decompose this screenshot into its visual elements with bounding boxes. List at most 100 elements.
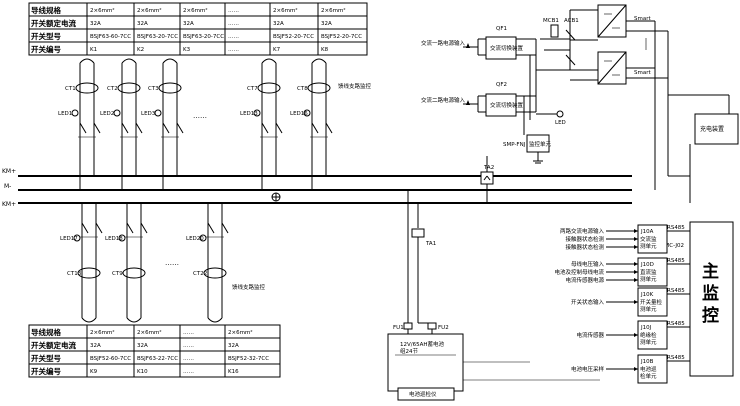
table-cell: 32A [90,21,101,27]
table-cell: …… [183,343,194,349]
main-controller-title-char: 主 [702,261,719,282]
control-unit-desc: 电池巡 [640,365,657,373]
main-controller-title: 主 监 控 [702,261,725,326]
table-cell: 32A [137,21,148,27]
control-unit-desc: 测单元 [640,338,657,346]
control-unit-box [637,320,668,350]
control-unit-input-label: 电流传感器 [577,331,605,339]
control-unit-box [637,287,668,317]
bottom-table-row-label: 导线规格 [31,327,61,337]
table-cell: BSJF63-22-7CC [137,356,178,362]
table-cell: K7 [273,47,281,53]
charger-box [694,113,739,145]
control-unit-name: J10B [640,359,654,365]
table-cell: 32A [137,343,148,349]
control-unit-bus-label: RS485 [667,288,685,294]
control-unit-name: J10K [640,292,654,298]
ac-switch-box-2 [485,93,517,117]
ac-switch-box-label: 交流切换装置 [490,101,524,109]
ct-label: CT8 [297,86,308,92]
led-label: LED1 [58,111,72,117]
ct-label: CT1 [65,86,76,92]
control-unit-desc: 测单元 [640,305,657,313]
table-cell: BSJF63-20-7CC [137,34,178,40]
battery-pack-label-line: 组24节 [400,347,418,355]
bottom-feeder-group-label: 馈线支路监控 [232,283,266,291]
control-unit-desc: 测单元 [640,275,657,283]
dc-buses: KM+ M- KM+ [2,168,632,208]
led-indicator [73,234,81,242]
current-transformer [75,82,99,94]
control-unit-bus-label: RS485 [667,258,685,264]
table-cell: BSJF63-20-7CC [183,34,224,40]
control-unit-input-label: 接触器状态检测 [566,243,605,251]
bus-label: KM+ [2,201,16,208]
top-table-row-label: 开关编号 [31,44,61,54]
bottom-feeder-dots: …… [165,259,179,267]
control-unit-input-label: 接触器状态检测 [566,235,605,243]
top-table-row-label: 开关额定电流 [31,18,76,28]
ct-label: CT7 [247,86,258,92]
main-controller-model: SMC-J02 [661,243,684,249]
charger-label: 充电装置 [700,125,724,133]
main-controller-title-char: 监 [702,283,719,304]
table-cell: 32A [228,343,239,349]
table-cell: 2×6mm² [183,7,208,14]
table-cell: BSJF52-60-7CC [90,356,131,362]
fu1-label: FU1 [393,325,404,331]
mcb1 [550,24,559,38]
table-cell: 2×6mm² [90,329,115,336]
control-units: J10A交流监测单元RS485两路交流电源输入接触器状态检测接触器状态检测J10… [555,224,690,384]
control-unit-name: J10D [640,262,654,268]
table-cell: …… [228,8,239,14]
control-unit-input-label: 两路交流电源输入 [560,227,605,235]
control-unit-input-label: 电流传感器电源 [566,276,605,284]
current-transformer [122,267,146,279]
table-cell: …… [228,47,239,53]
table-cell: …… [228,21,239,27]
battery-section: TA1 FU1 FU2 12V/65AH蓄电池组24节 电池巡检仪 [387,190,600,401]
table-cell: K10 [137,369,148,375]
top-feeder-group-label: 馈线支路监控 [338,82,372,90]
ct-label: CT2 [107,86,118,92]
current-transformer [158,82,182,94]
battery-pack [387,333,464,392]
bus-label: KM+ [2,168,16,175]
control-unit-box [637,257,668,287]
table-cell: 2×6mm² [137,329,162,336]
battery-inspector [397,387,455,401]
led-label: LED20 [186,236,204,242]
control-unit-desc: 检单元 [640,372,657,380]
led-label: LED3 [141,111,156,117]
fuse-fu2 [427,322,437,330]
bottom-spec-table: 导线规格 开关额定电流 开关型号 开关编号 [28,324,281,378]
table-cell: K8 [321,47,329,53]
led-indicator [199,234,207,242]
current-transformer [203,267,227,279]
table-cell: 2×6mm² [321,7,346,14]
table-cell: …… [183,356,194,362]
rectifier-modules: Smart Smart 充电装置 [597,4,739,203]
ac-switch-box-1 [485,36,517,60]
control-unit-bus-label: RS485 [667,355,685,361]
bottom-table-row-label: 开关额定电流 [31,340,76,350]
control-unit-desc: 开关量检 [640,298,663,306]
current-transformer [77,267,101,279]
battery-pack-label-line: 12V/65AH蓄电池 [400,340,445,348]
bottom-table-cells: 2×6mm²32ABSJF52-60-7CCK92×6mm²32ABSJF63-… [90,329,269,375]
main-controller-title-char: 控 [702,305,719,326]
led-indicator [113,109,121,117]
led-label: LED [555,120,566,126]
current-transformer [307,82,331,94]
table-cell: 2×6mm² [273,7,298,14]
ta2-sensor: TA2 [480,156,494,203]
qf2-label: QF2 [496,82,507,88]
current-transformer [117,82,141,94]
control-unit-input-label: 电池电压采样 [571,365,605,373]
bottom-table-row-label: 开关编号 [31,366,61,376]
top-spec-table: 导线规格 开关额定电流 开关型号 开关编号 [28,2,368,56]
table-cell: 2×6mm² [137,7,162,14]
